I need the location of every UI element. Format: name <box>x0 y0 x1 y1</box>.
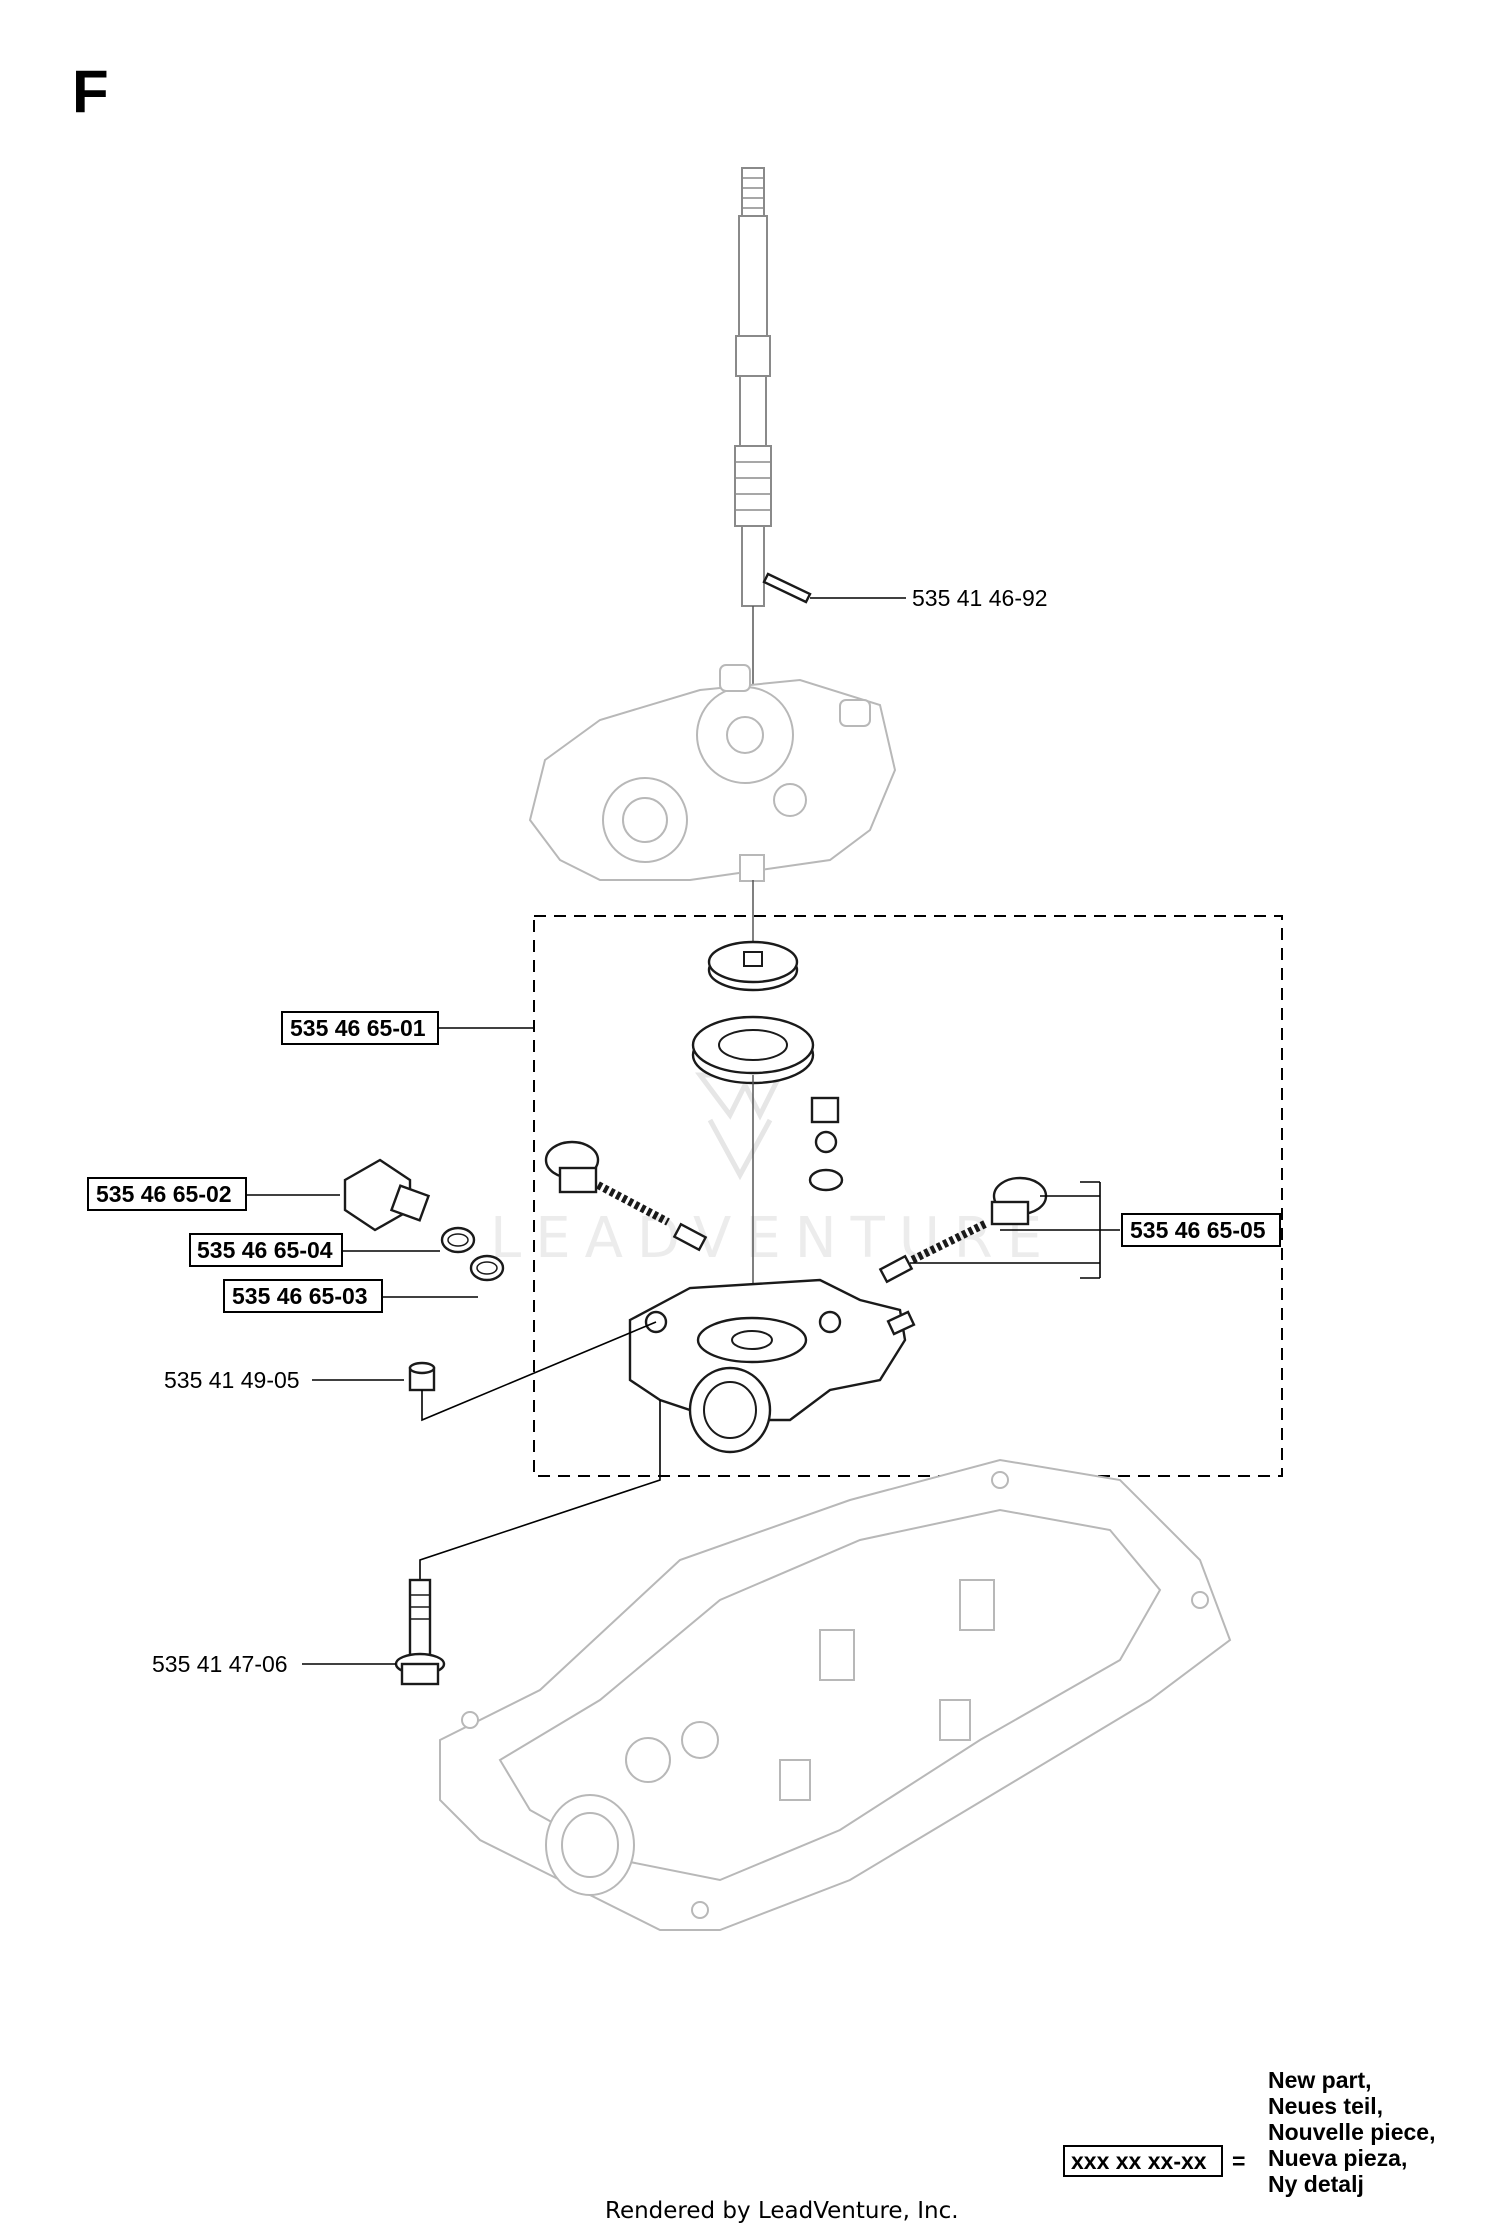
legend-line-2: Neues teil, <box>1268 2093 1383 2119</box>
label-o-ring-large: 535 46 65-03 <box>232 1283 368 1309</box>
o-ring-small-part <box>440 1226 476 1254</box>
label-box-relief-valve <box>87 1177 247 1211</box>
relief-valve-part <box>343 1158 431 1232</box>
label-box-o-ring-small <box>189 1233 343 1267</box>
roll-pin-part <box>762 572 812 604</box>
footer-credit: Rendered by LeadVenture, Inc. <box>605 2198 959 2224</box>
upper-housing <box>528 664 897 882</box>
new-part-legend: New part, Neues teil, Nouvelle piece, Nu… <box>1063 2067 1435 2197</box>
label-roll-pin: 535 41 46-92 <box>912 585 1048 611</box>
label-pump-assembly: 535 46 65-01 <box>290 1015 426 1041</box>
label-dowel-sleeve: 535 41 49-05 <box>164 1367 300 1393</box>
flange-bolt-part <box>394 1578 446 1686</box>
label-o-ring-small: 535 46 65-04 <box>197 1237 333 1263</box>
watermark-text: LEADVENTURE <box>490 1206 1056 1271</box>
pump-assembly-boundary <box>533 915 1283 1477</box>
legend-line-3: Nouvelle piece, <box>1268 2119 1435 2145</box>
pump-drive-shaft <box>734 167 772 607</box>
left-plug-spring <box>544 1140 708 1252</box>
label-relief-valve: 535 46 65-02 <box>96 1181 232 1207</box>
section-letter: F <box>72 58 109 125</box>
label-box-pump-assembly <box>281 1011 439 1045</box>
valve-kit-bracket <box>910 1181 1120 1279</box>
legend-sample-part-number: xxx xx xx-xx <box>1071 2148 1207 2174</box>
pump-body <box>628 1278 916 1454</box>
legend-line-1: New part, <box>1268 2067 1372 2093</box>
legend-line-4: Nueva pieza, <box>1268 2145 1407 2171</box>
label-box-valve-kit <box>1121 1213 1281 1247</box>
dowel-sleeve-part <box>408 1361 436 1392</box>
legend-sample-box <box>1063 2145 1223 2177</box>
leader-bolt-path <box>419 1400 661 1580</box>
leader-dowel-sleeve-b <box>421 1321 657 1422</box>
o-ring-large-part <box>469 1254 505 1282</box>
outer-rotor-ring <box>691 1015 815 1085</box>
label-valve-kit: 535 46 65-05 <box>1130 1217 1266 1243</box>
legend-equals: = <box>1232 2148 1245 2174</box>
lower-crankcase <box>439 1458 1232 1931</box>
legend-line-5: Ny detalj <box>1268 2171 1364 2197</box>
label-flange-bolt: 535 41 47-06 <box>152 1651 288 1677</box>
inner-rotor-gear <box>707 940 799 992</box>
label-box-o-ring-large <box>223 1279 383 1313</box>
check-valve-parts <box>808 1096 844 1192</box>
right-plug-spring <box>878 1176 1048 1284</box>
